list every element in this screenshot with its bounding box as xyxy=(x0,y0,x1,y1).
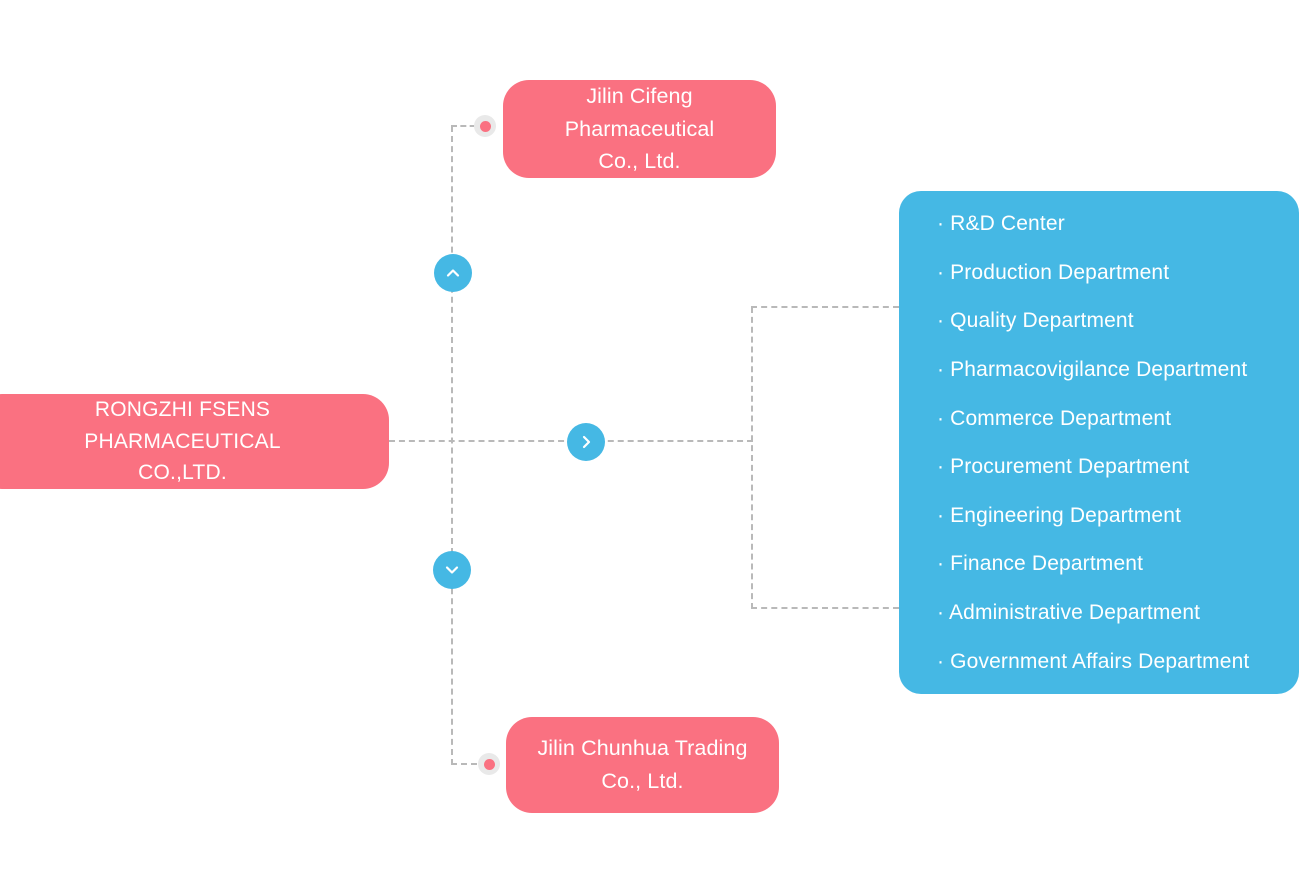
department-item[interactable]: · R&D Center xyxy=(937,212,1065,235)
department-item[interactable]: · Engineering Department xyxy=(937,503,1182,527)
connector-bracket-vertical xyxy=(751,307,753,609)
node-subsidiary-jilin-cifeng[interactable]: Jilin Cifeng Pharmaceutical Co., Ltd. xyxy=(503,80,776,178)
node-root-company[interactable]: RONGZHI FSENS PHARMACEUTICAL CO.,LTD. xyxy=(0,394,389,489)
node-subsidiary-jilin-chunhua-text: Jilin Chunhua Trading Co., Ltd. xyxy=(537,732,747,797)
node-root-line1: RONGZHI FSENS PHARMACEUTICAL xyxy=(84,397,281,453)
node-subsidiary-jilin-cifeng-line2: Co., Ltd. xyxy=(598,149,681,174)
department-item[interactable]: · Government Affairs Department xyxy=(937,649,1250,673)
connector-dot-top xyxy=(474,115,496,137)
expand-departments-button[interactable] xyxy=(567,423,605,461)
department-item[interactable]: · Commerce Department xyxy=(937,406,1172,430)
connector-bracket-top-arm xyxy=(751,306,899,308)
department-item[interactable]: · Production Department xyxy=(937,260,1170,284)
department-item[interactable]: · Procurement Department xyxy=(937,455,1190,479)
node-subsidiary-jilin-chunhua-line2: Co., Ltd. xyxy=(601,769,684,793)
node-root-text: RONGZHI FSENS PHARMACEUTICAL CO.,LTD. xyxy=(0,394,371,490)
connector-dot-bottom xyxy=(478,753,500,775)
scroll-up-button[interactable] xyxy=(434,254,472,292)
connector-bracket-bottom-arm xyxy=(751,607,899,609)
chevron-right-icon xyxy=(576,432,596,452)
department-item[interactable]: · Pharmacovigilance Department xyxy=(937,357,1248,381)
node-subsidiary-jilin-cifeng-line1: Jilin Cifeng Pharmaceutical xyxy=(564,84,715,141)
node-root-line2: CO.,LTD. xyxy=(138,461,227,485)
chevron-up-icon xyxy=(443,263,463,283)
department-item[interactable]: · Administrative Department xyxy=(937,601,1201,625)
connector-vertical-trunk xyxy=(451,126,453,765)
department-item[interactable]: · Finance Department xyxy=(937,552,1144,576)
node-subsidiary-jilin-cifeng-text: Jilin Cifeng Pharmaceutical Co., Ltd. xyxy=(521,80,758,178)
scroll-down-button[interactable] xyxy=(433,551,471,589)
node-subsidiary-jilin-chunhua[interactable]: Jilin Chunhua Trading Co., Ltd. xyxy=(506,717,779,813)
department-item[interactable]: · Quality Department xyxy=(937,309,1134,333)
chevron-down-icon xyxy=(442,560,462,580)
node-subsidiary-jilin-chunhua-line1: Jilin Chunhua Trading xyxy=(537,736,748,761)
departments-panel: · R&D Center · Production Department · Q… xyxy=(899,191,1299,694)
